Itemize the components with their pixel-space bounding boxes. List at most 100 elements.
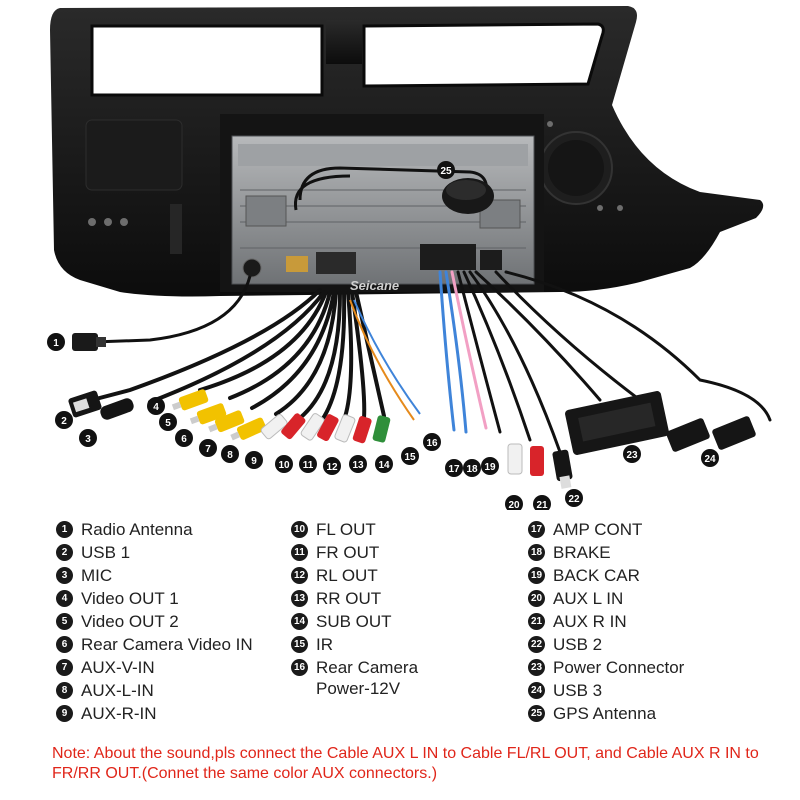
number-badge: 18 (528, 544, 545, 561)
callout-3: 3 (79, 429, 97, 447)
legend-label: Video OUT 2 (81, 612, 179, 631)
legend-label: AUX L IN (553, 589, 624, 608)
legend-item: 22 USB 2 (528, 634, 684, 657)
number-badge: 7 (56, 659, 73, 676)
legend-label: AUX-V-IN (81, 658, 155, 677)
legend-label: Power Connector (553, 658, 685, 677)
number-badge: 6 (56, 636, 73, 653)
callout-17: 17 (445, 459, 463, 477)
number-badge: 17 (528, 521, 545, 538)
mic-jack (100, 398, 134, 420)
svg-text:17: 17 (448, 464, 460, 475)
number-badge: 19 (528, 567, 545, 584)
legend-label: RR OUT (316, 589, 382, 608)
svg-text:9: 9 (251, 456, 257, 467)
number-badge: 20 (528, 590, 545, 607)
legend-label: USB 2 (553, 635, 603, 654)
legend-item: 14 SUB OUT (291, 611, 418, 634)
svg-text:20: 20 (508, 500, 520, 510)
svg-text:16: 16 (426, 438, 438, 449)
svg-text:13: 13 (352, 460, 364, 471)
svg-text:11: 11 (303, 460, 314, 471)
aux-rca-right (507, 443, 573, 489)
legend-item: 18 BRAKE (528, 542, 684, 565)
legend-item: 24 USB 3 (528, 680, 684, 703)
svg-text:8: 8 (227, 450, 233, 461)
legend-label: AUX R IN (553, 612, 627, 631)
legend-label: FL OUT (316, 520, 376, 539)
svg-text:2: 2 (61, 416, 67, 427)
svg-text:3: 3 (85, 434, 91, 445)
number-badge: 9 (56, 705, 73, 722)
callout-2: 2 (55, 411, 73, 429)
svg-text:6: 6 (181, 434, 187, 445)
legend-item: 20 AUX L IN (528, 588, 684, 611)
legend-label: MIC (81, 566, 113, 585)
number-badge: 4 (56, 590, 73, 607)
svg-text:12: 12 (326, 462, 338, 473)
number-badge: 10 (291, 521, 308, 538)
number-badge: 22 (528, 636, 545, 653)
left-switch-panel (85, 119, 183, 191)
callout-22: 22 (565, 489, 583, 507)
callout-13: 13 (349, 455, 367, 473)
number-badge: 24 (528, 682, 545, 699)
callout-15: 15 (401, 447, 419, 465)
svg-text:25: 25 (440, 166, 452, 177)
legend-label: USB 1 (81, 543, 131, 562)
callout-6: 6 (175, 429, 193, 447)
callout-20: 20 (505, 495, 523, 510)
gps-antenna (293, 166, 494, 214)
watermark: Seicane (350, 278, 399, 293)
legend-item: 7 AUX-V-IN (56, 657, 253, 680)
callout-7: 7 (199, 439, 217, 457)
callout-12: 12 (323, 457, 341, 475)
callout-21: 21 (533, 495, 551, 510)
rca-plugs (171, 389, 391, 444)
legend-label: AUX-R-IN (81, 704, 157, 723)
callout-4: 4 (147, 397, 165, 415)
left-harness (90, 288, 386, 422)
number-badge: 15 (291, 636, 308, 653)
svg-text:24: 24 (704, 454, 716, 465)
right-harness (438, 270, 772, 454)
legend-label: RL OUT (316, 566, 378, 585)
number-badge: 8 (56, 682, 73, 699)
legend-label: USB 3 (553, 681, 603, 700)
legend-label: Rear Camera Power-12V (316, 658, 419, 698)
legend-label: SUB OUT (316, 612, 392, 631)
legend-label: BRAKE (553, 543, 611, 562)
callouts: 1 2 3 4 5 6 7 8 9 10 11 12 13 14 15 16 1… (47, 161, 719, 510)
callout-14: 14 (375, 455, 393, 473)
legend-label: GPS Antenna (553, 704, 657, 723)
svg-text:19: 19 (484, 462, 496, 473)
number-badge: 14 (291, 613, 308, 630)
callout-19: 19 (481, 457, 499, 475)
radio-antenna-cable (72, 275, 252, 351)
callout-9: 9 (245, 451, 263, 469)
svg-text:4: 4 (153, 402, 159, 413)
callout-25: 25 (437, 161, 455, 179)
callout-11: 11 (299, 455, 317, 473)
legend-item: 10 FL OUT (291, 519, 418, 542)
number-badge: 11 (291, 544, 308, 561)
legend-label: Video OUT 1 (81, 589, 179, 608)
number-badge: 2 (56, 544, 73, 561)
ir-wires (349, 299, 421, 421)
svg-text:18: 18 (466, 464, 478, 475)
svg-text:1: 1 (53, 338, 59, 349)
callout-24: 24 (701, 449, 719, 467)
usb-1-cable (68, 390, 102, 418)
callout-5: 5 (159, 413, 177, 431)
